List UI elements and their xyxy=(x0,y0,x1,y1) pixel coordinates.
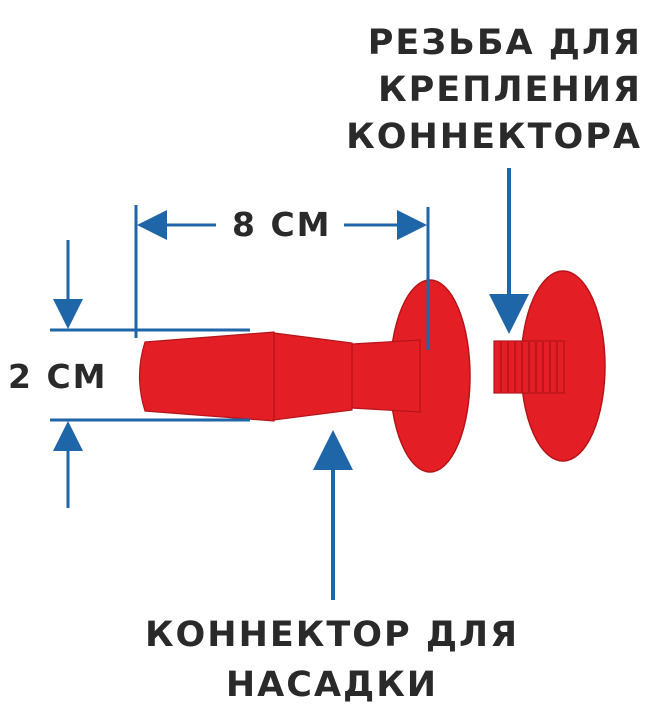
connector-middle-segment xyxy=(273,332,353,421)
diameter-label: 2 СМ xyxy=(8,357,108,396)
connector-neck xyxy=(351,339,421,413)
thread-label-line-3: КОННЕКТОРА xyxy=(346,117,642,157)
connector-label-line-2: НАСАДКИ xyxy=(225,665,439,705)
thread-part xyxy=(493,270,606,462)
thread-grooves xyxy=(500,342,558,392)
thread-label-line-2: КРЕПЛЕНИЯ xyxy=(378,70,642,110)
length-dimension xyxy=(134,205,430,350)
thread-label-line-1: РЕЗЬБА ДЛЯ xyxy=(367,23,642,63)
thread-label: РЕЗЬБА ДЛЯ КРЕПЛЕНИЯ КОННЕКТОРА xyxy=(346,26,642,167)
connector-tip-segment xyxy=(138,331,275,422)
diameter-dimension xyxy=(50,240,250,508)
connector-part xyxy=(138,279,471,473)
length-label: 8 СМ xyxy=(232,205,332,244)
connector-label: КОННЕКТОР ДЛЯ НАСАДКИ xyxy=(0,618,664,718)
connector-label-line-1: КОННЕКТОР ДЛЯ xyxy=(144,615,520,655)
